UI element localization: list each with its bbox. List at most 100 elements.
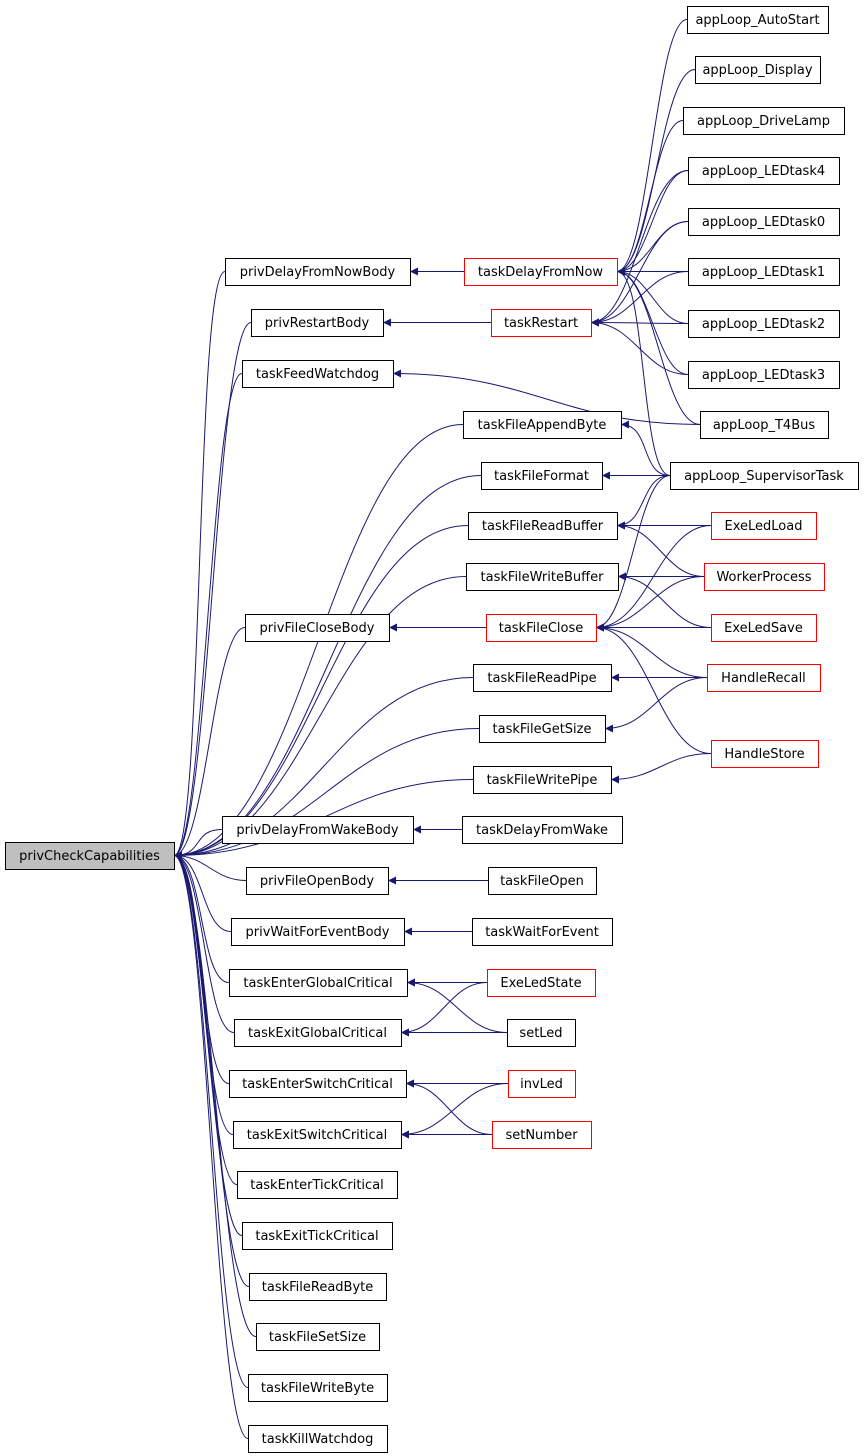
node-taskKillWatchdog[interactable]: taskKillWatchdog — [248, 1425, 388, 1453]
node-setLed[interactable]: setLed — [507, 1019, 576, 1047]
node-appLoop_Display[interactable]: appLoop_Display — [695, 56, 821, 84]
node-box[interactable] — [492, 1121, 592, 1149]
node-box[interactable] — [463, 411, 622, 439]
node-box[interactable] — [237, 1171, 398, 1199]
node-box[interactable] — [462, 816, 623, 844]
node-box[interactable] — [688, 361, 840, 389]
node-box[interactable] — [234, 1019, 402, 1047]
node-box[interactable] — [688, 208, 840, 236]
node-HandleStore[interactable]: HandleStore — [711, 740, 819, 768]
node-box[interactable] — [473, 664, 612, 692]
node-privRestartBody[interactable]: privRestartBody — [251, 309, 384, 337]
node-taskDelayFromNow[interactable]: taskDelayFromNow — [464, 258, 618, 286]
node-appLoop_LEDtask1[interactable]: appLoop_LEDtask1 — [688, 258, 840, 286]
node-box[interactable] — [233, 1121, 402, 1149]
node-appLoop_AutoStart[interactable]: appLoop_AutoStart — [687, 6, 829, 34]
node-box[interactable] — [711, 512, 817, 540]
node-box[interactable] — [473, 766, 612, 794]
node-box[interactable] — [229, 969, 408, 997]
node-taskWaitForEvent[interactable]: taskWaitForEvent — [472, 918, 613, 946]
node-setNumber[interactable]: setNumber — [492, 1121, 592, 1149]
node-box[interactable] — [507, 1019, 576, 1047]
node-box[interactable] — [695, 56, 821, 84]
node-box[interactable] — [249, 1273, 387, 1301]
node-taskFileOpen[interactable]: taskFileOpen — [488, 867, 597, 895]
node-box[interactable] — [466, 563, 619, 591]
node-box[interactable] — [251, 309, 384, 337]
node-appLoop_T4Bus[interactable]: appLoop_T4Bus — [700, 411, 829, 439]
node-box[interactable] — [222, 816, 414, 844]
node-privFileOpenBody[interactable]: privFileOpenBody — [246, 867, 389, 895]
node-appLoop_DriveLamp[interactable]: appLoop_DriveLamp — [683, 107, 845, 135]
node-ExeLedSave[interactable]: ExeLedSave — [711, 614, 817, 642]
node-appLoop_LEDtask3[interactable]: appLoop_LEDtask3 — [688, 361, 840, 389]
node-taskFileAppendByte[interactable]: taskFileAppendByte — [463, 411, 622, 439]
node-appLoop_LEDtask0[interactable]: appLoop_LEDtask0 — [688, 208, 840, 236]
node-taskEnterSwitchCritical[interactable]: taskEnterSwitchCritical — [229, 1070, 407, 1098]
node-box[interactable] — [242, 360, 394, 388]
node-ExeLedLoad[interactable]: ExeLedLoad — [711, 512, 817, 540]
node-taskExitSwitchCritical[interactable]: taskExitSwitchCritical — [233, 1121, 402, 1149]
node-taskFileWriteByte[interactable]: taskFileWriteByte — [248, 1374, 388, 1402]
node-invLed[interactable]: invLed — [508, 1070, 576, 1098]
node-box[interactable] — [711, 740, 819, 768]
node-box[interactable] — [491, 309, 592, 337]
node-appLoop_LEDtask4[interactable]: appLoop_LEDtask4 — [688, 157, 840, 185]
node-root[interactable]: privCheckCapabilities — [5, 842, 175, 870]
node-box[interactable] — [472, 918, 613, 946]
node-box[interactable] — [707, 664, 821, 692]
node-HandleRecall[interactable]: HandleRecall — [707, 664, 821, 692]
node-box[interactable] — [486, 614, 597, 642]
node-taskDelayFromWake[interactable]: taskDelayFromWake — [462, 816, 623, 844]
node-box[interactable] — [479, 715, 606, 743]
node-box[interactable] — [688, 157, 840, 185]
node-box[interactable] — [248, 1374, 388, 1402]
node-taskFeedWatchdog[interactable]: taskFeedWatchdog — [242, 360, 394, 388]
node-box[interactable] — [487, 969, 596, 997]
node-taskEnterTickCritical[interactable]: taskEnterTickCritical — [237, 1171, 398, 1199]
node-taskExitTickCritical[interactable]: taskExitTickCritical — [242, 1222, 393, 1250]
node-box[interactable] — [231, 918, 405, 946]
node-taskFileSetSize[interactable]: taskFileSetSize — [256, 1323, 380, 1351]
node-privWaitForEventBody[interactable]: privWaitForEventBody — [231, 918, 405, 946]
node-taskFileReadByte[interactable]: taskFileReadByte — [249, 1273, 387, 1301]
node-box[interactable] — [245, 614, 390, 642]
node-box[interactable] — [481, 462, 603, 490]
node-taskFileWriteBuffer[interactable]: taskFileWriteBuffer — [466, 563, 619, 591]
node-box[interactable] — [683, 107, 845, 135]
node-taskFileReadPipe[interactable]: taskFileReadPipe — [473, 664, 612, 692]
node-box[interactable] — [242, 1222, 393, 1250]
node-privDelayFromNowBody[interactable]: privDelayFromNowBody — [225, 258, 411, 286]
node-taskFileGetSize[interactable]: taskFileGetSize — [479, 715, 606, 743]
node-box[interactable] — [704, 563, 825, 591]
node-ExeLedState[interactable]: ExeLedState — [487, 969, 596, 997]
node-box[interactable] — [670, 462, 859, 490]
node-box[interactable] — [248, 1425, 388, 1453]
node-box[interactable] — [256, 1323, 380, 1351]
node-appLoop_LEDtask2[interactable]: appLoop_LEDtask2 — [688, 310, 840, 338]
node-taskFileFormat[interactable]: taskFileFormat — [481, 462, 603, 490]
node-WorkerProcess[interactable]: WorkerProcess — [704, 563, 825, 591]
node-appLoop_SupervisorTask[interactable]: appLoop_SupervisorTask — [670, 462, 859, 490]
node-box[interactable] — [711, 614, 817, 642]
node-privFileCloseBody[interactable]: privFileCloseBody — [245, 614, 390, 642]
node-box[interactable] — [246, 867, 389, 895]
node-box[interactable] — [229, 1070, 407, 1098]
node-taskFileClose[interactable]: taskFileClose — [486, 614, 597, 642]
node-taskFileReadBuffer[interactable]: taskFileReadBuffer — [468, 512, 618, 540]
node-box[interactable] — [508, 1070, 576, 1098]
node-box[interactable] — [688, 310, 840, 338]
node-box[interactable] — [468, 512, 618, 540]
node-box[interactable] — [225, 258, 411, 286]
node-box[interactable] — [464, 258, 618, 286]
node-box[interactable] — [687, 6, 829, 34]
node-box[interactable] — [5, 842, 175, 870]
node-taskExitGlobalCritical[interactable]: taskExitGlobalCritical — [234, 1019, 402, 1047]
node-privDelayFromWakeBody[interactable]: privDelayFromWakeBody — [222, 816, 414, 844]
node-taskFileWritePipe[interactable]: taskFileWritePipe — [473, 766, 612, 794]
node-taskRestart[interactable]: taskRestart — [491, 309, 592, 337]
node-taskEnterGlobalCritical[interactable]: taskEnterGlobalCritical — [229, 969, 408, 997]
node-box[interactable] — [488, 867, 597, 895]
node-box[interactable] — [700, 411, 829, 439]
node-box[interactable] — [688, 258, 840, 286]
